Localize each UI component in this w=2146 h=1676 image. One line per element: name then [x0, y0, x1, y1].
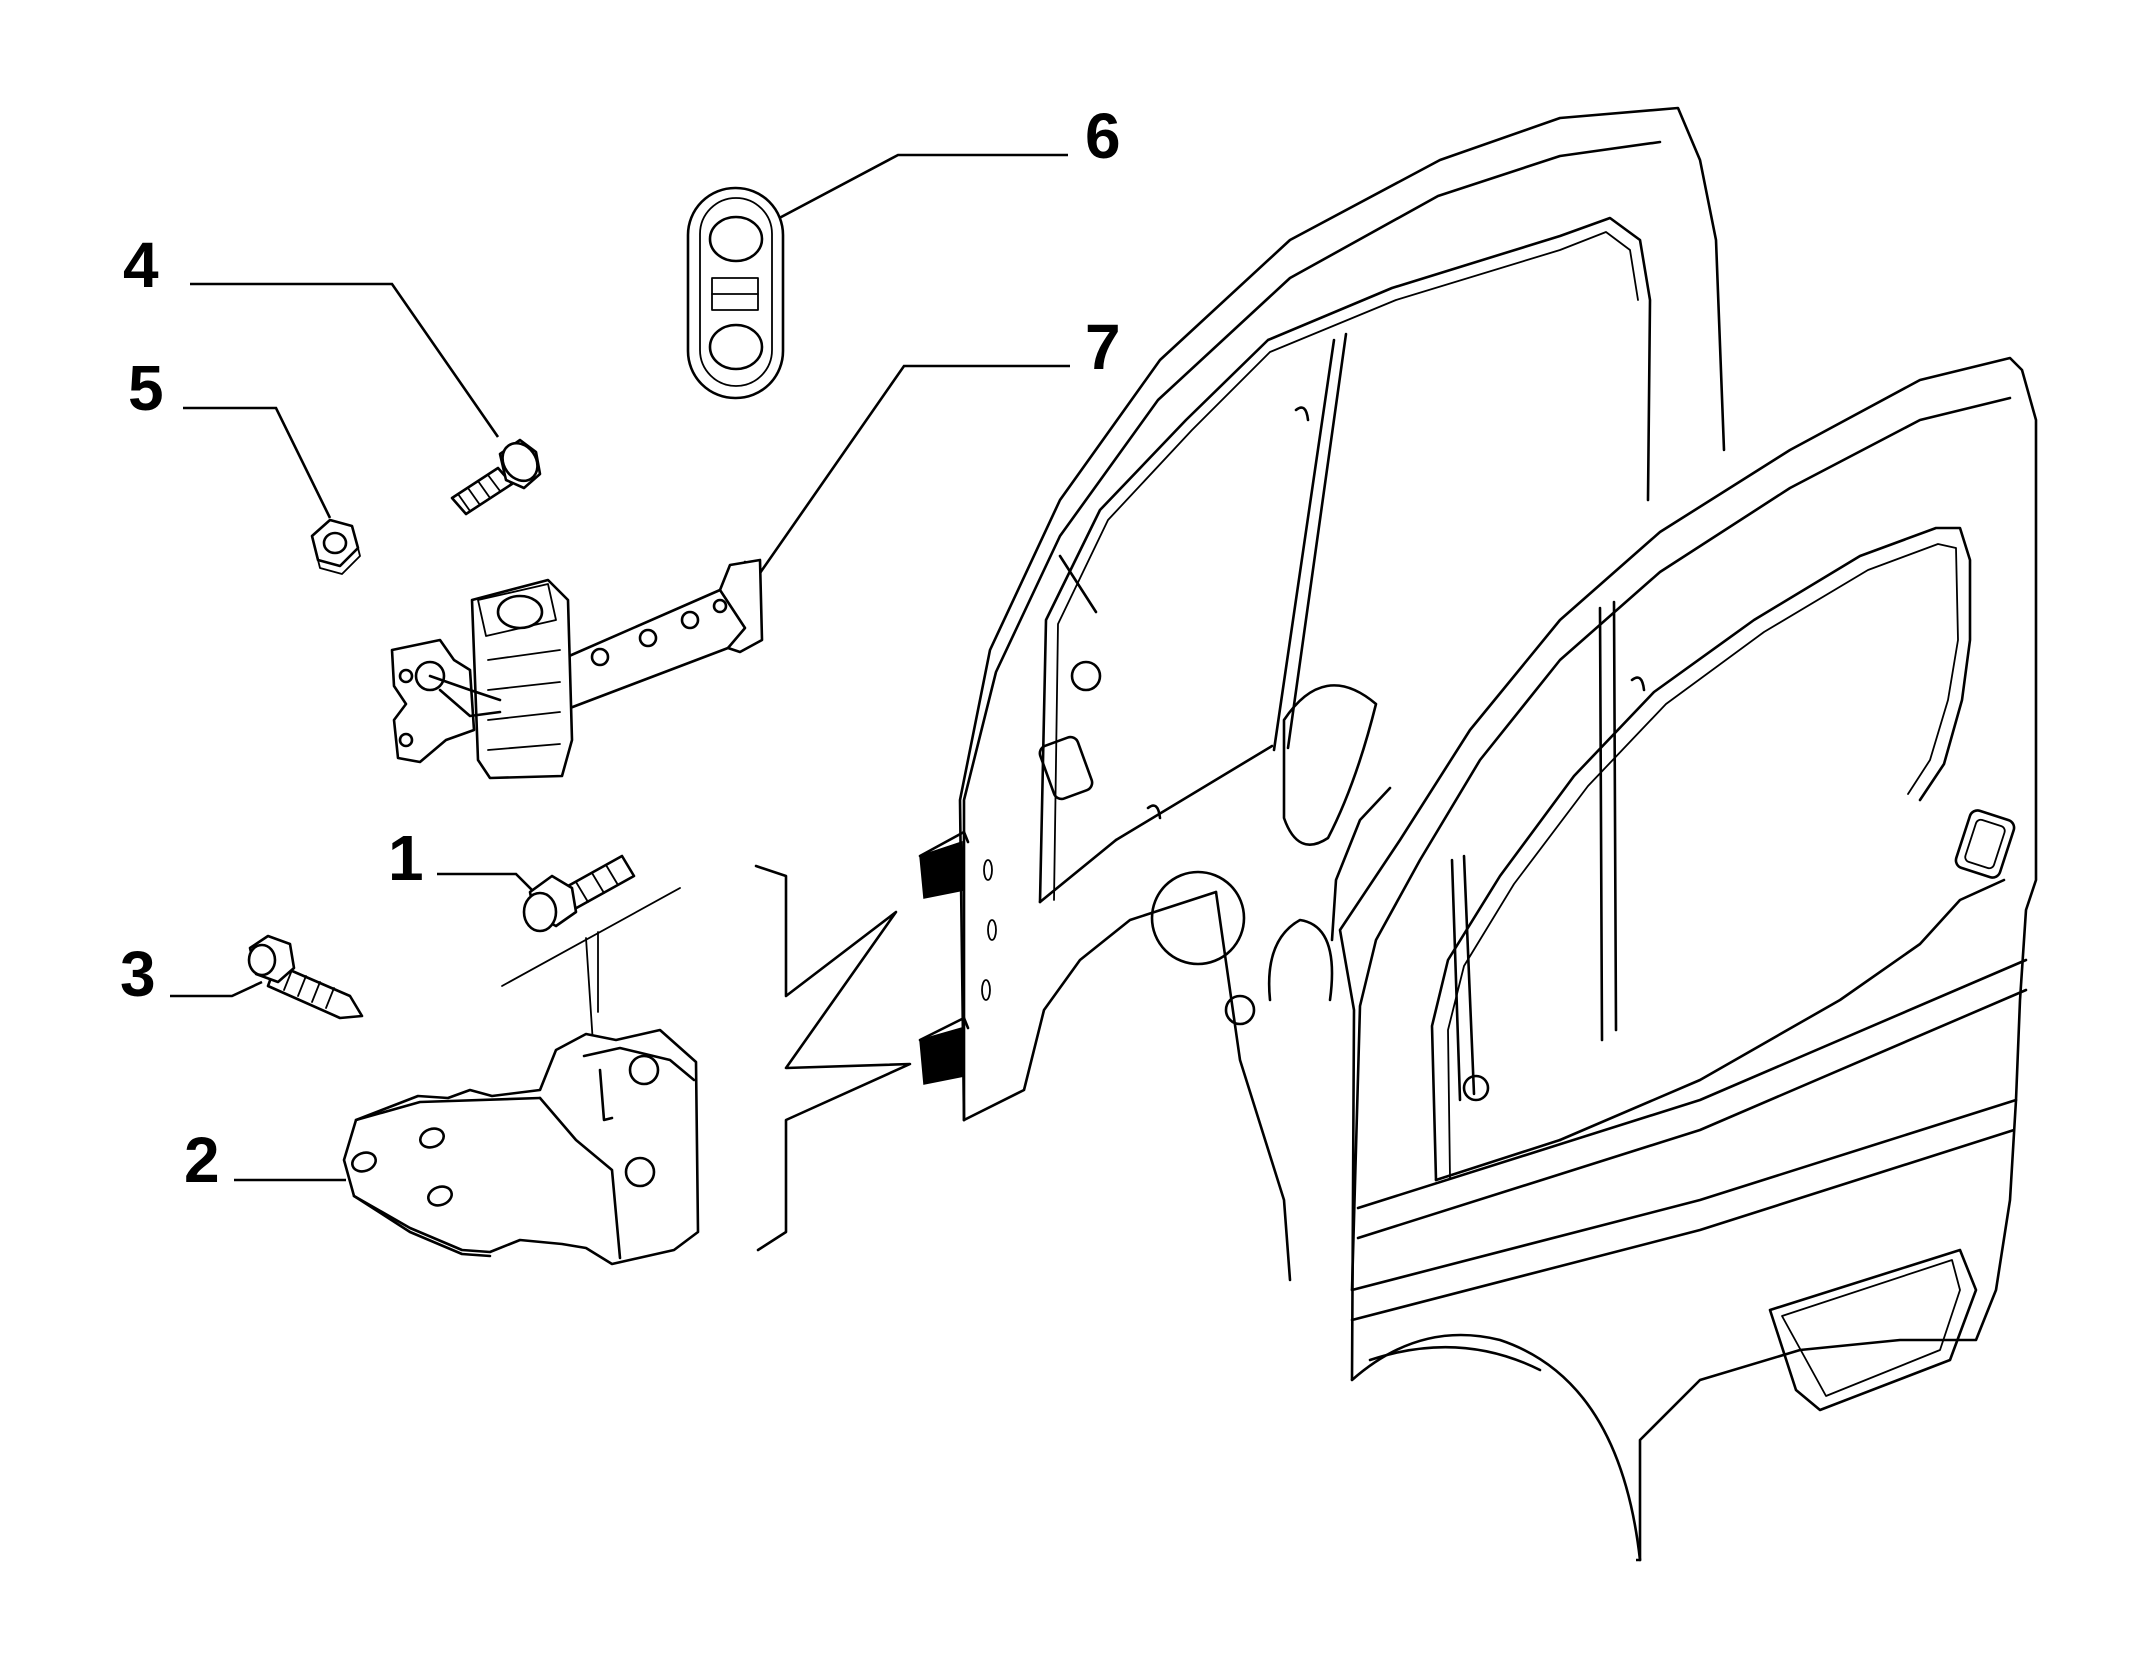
leader-lines	[170, 153, 1070, 1182]
label-part-1: 1	[388, 822, 424, 894]
bolt-part-1	[522, 854, 636, 933]
label-part-6: 6	[1085, 100, 1121, 172]
label-part-2: 2	[184, 1124, 220, 1196]
label-part-7: 7	[1085, 311, 1121, 383]
label-part-4: 4	[123, 229, 159, 301]
leader-7	[758, 364, 1070, 574]
leader-6	[767, 153, 1068, 226]
front-door-outline	[1150, 356, 2038, 1562]
rear-door-outline	[958, 106, 1726, 1282]
grommet-part-6	[686, 186, 785, 400]
leader-4	[190, 282, 500, 438]
label-part-3: 3	[120, 938, 156, 1010]
assembly-bracket	[754, 864, 912, 1252]
label-part-5: 5	[128, 352, 164, 424]
nut-part-5	[310, 518, 361, 575]
leader-5	[183, 406, 332, 519]
leader-1	[437, 872, 541, 899]
leader-3	[170, 980, 263, 998]
door-check-part-7	[390, 558, 764, 780]
screw-part-4	[450, 438, 542, 516]
hinge-part-2	[342, 887, 700, 1266]
hinge-tabs	[918, 830, 970, 1085]
screw-part-3	[247, 934, 364, 1020]
